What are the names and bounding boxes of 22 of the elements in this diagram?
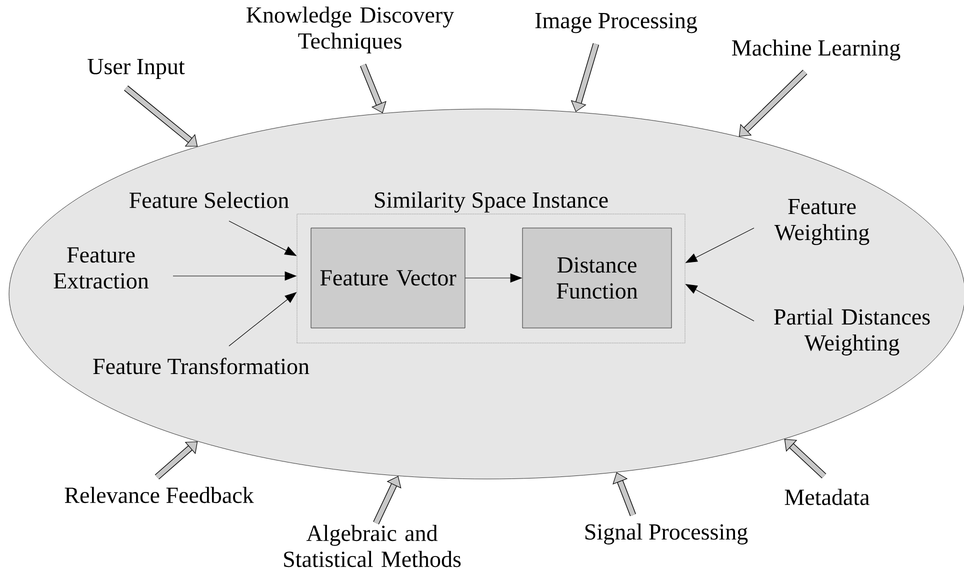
text-label: Machine Learning [732,40,900,60]
text-label: Algebraic and Statistical Methods [284,524,461,568]
block-arrow [124,86,198,147]
process-box: Distance Function [522,228,672,328]
text-label: Relevance Feedback [64,486,254,504]
text-label: Feature Transformation [93,358,310,374]
text-label: User Input [88,59,185,79]
block-arrow [154,441,198,480]
text-label: Signal Processing [585,524,748,544]
text-label: Feature Weighting [774,198,870,246]
process-box: Feature Vector [310,228,466,328]
block-arrow [360,64,386,114]
text-label: Partial Distances Weighting [774,308,930,356]
text-label: Feature Selection [130,192,289,208]
text-label: Metadata [784,488,870,506]
text-label: Image Processing [535,12,698,34]
text-label: Knowledge Discovery Techniques [246,6,454,54]
node-label: Similarity Space Instance [375,192,608,213]
block-arrow [612,472,636,516]
block-arrow [784,439,826,478]
text-label: Feature Extraction [54,247,149,289]
block-arrow [738,70,808,137]
